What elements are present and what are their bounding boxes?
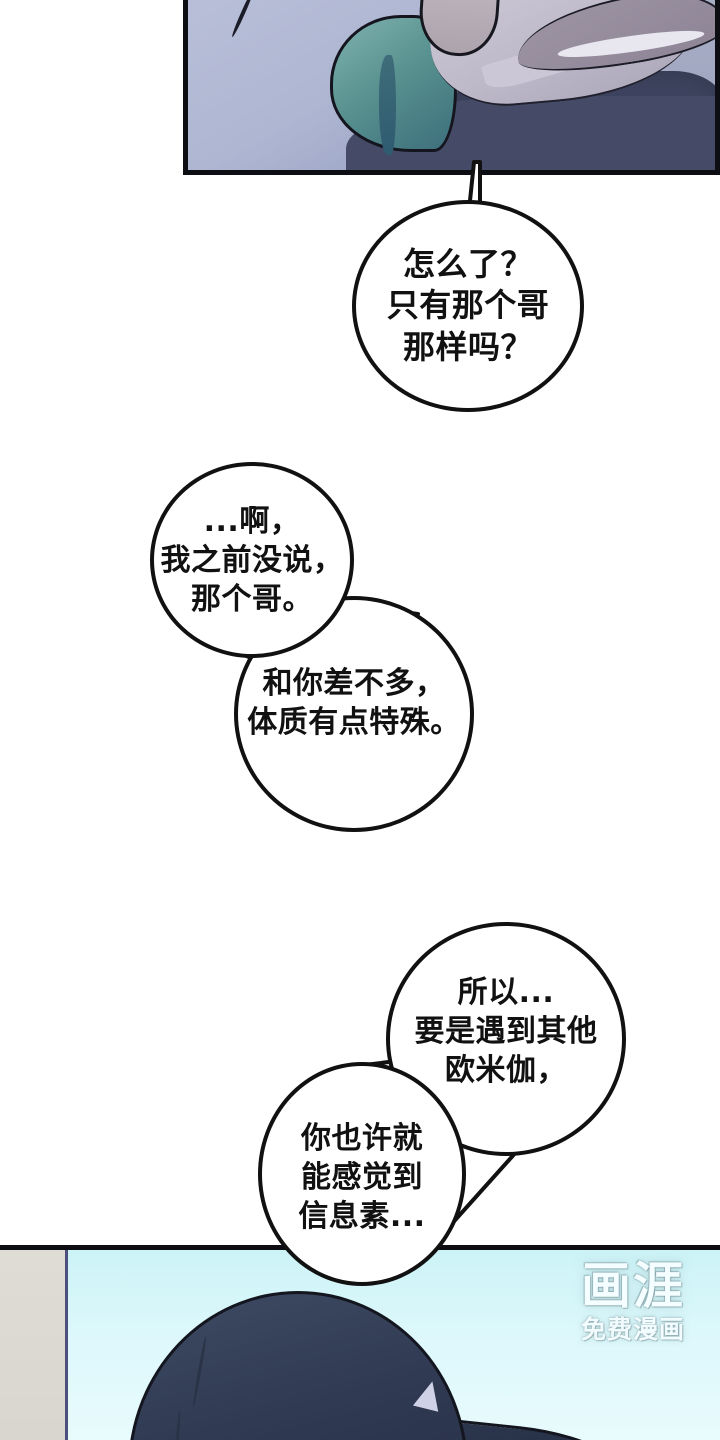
- speech-bubble-3-text: 和你差不多， 体质有点特殊。: [247, 666, 461, 740]
- speech-bubble-4-text: 所以... 要是遇到其他 欧米伽，: [414, 974, 598, 1088]
- speech-bubble-3: 和你差不多， 体质有点特殊。: [234, 596, 474, 832]
- wall-edge-line-art: [65, 1250, 68, 1440]
- speech-bubble-1-text: 怎么了？ 只有那个哥 那样吗？: [386, 244, 550, 366]
- speech-bubble-5: 你也许就 能感觉到 信息素...: [258, 1062, 466, 1286]
- collar-shadow-art: [379, 54, 396, 155]
- speech-bubble-5-text: 你也许就 能感觉到 信息素...: [298, 1120, 426, 1234]
- speech-bubble-2-text: ...啊， 我之前没说， 那个哥。: [160, 503, 344, 617]
- speech-bubble-2: ...啊， 我之前没说， 那个哥。: [150, 462, 354, 658]
- speech-bubble-1: 怎么了？ 只有那个哥 那样吗？: [352, 200, 584, 412]
- panel-top-shoulder-closeup: [183, 0, 720, 175]
- wall-strip-art: [0, 1250, 65, 1440]
- hair-strand-art: [230, 0, 256, 38]
